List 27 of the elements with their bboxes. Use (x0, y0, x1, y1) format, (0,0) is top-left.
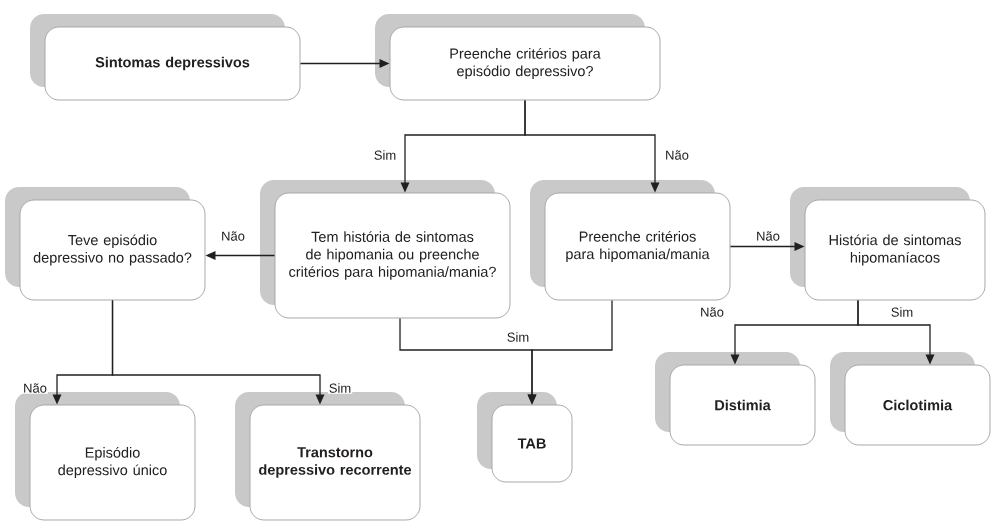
arrow (299, 59, 390, 68)
arrow (857, 299, 935, 365)
edge-label: Sim (889, 306, 915, 318)
process-box: Transtorno depressivo recorrente (235, 392, 421, 521)
process-box: História de sintomas hipomaníacos (790, 187, 986, 301)
arrow (527, 299, 613, 405)
process-box: Episódio depressivo único (15, 392, 196, 521)
edge-label: Sim (505, 331, 531, 343)
process-box: Tem história de sintomas de hipomania ou preenche critérios para hipomania/mania? (260, 180, 511, 319)
edge-label: Não (220, 230, 246, 242)
edge-label: Não (664, 149, 690, 161)
edge-label: Não (755, 230, 781, 242)
arrow (524, 99, 660, 193)
arrow (729, 242, 805, 251)
arrow (205, 251, 276, 260)
process-box: Sintomas depressivos (30, 14, 301, 101)
process-box: Ciclotimia (830, 352, 991, 446)
process-box: TAB (477, 392, 573, 483)
arrow (111, 299, 325, 405)
edge-label: Não (699, 306, 725, 318)
edge-label: Sim (372, 149, 398, 161)
edge-label: Sim (327, 382, 353, 394)
process-box: Distimia (655, 352, 816, 446)
process-box: Preenche critérios para episódio depressivo? (375, 14, 661, 101)
edge-label: Não (22, 382, 48, 394)
process-box: Teve episódio depressivo no passado? (5, 187, 206, 301)
process-box: Preenche critérios para hipomania/mania (530, 180, 731, 301)
